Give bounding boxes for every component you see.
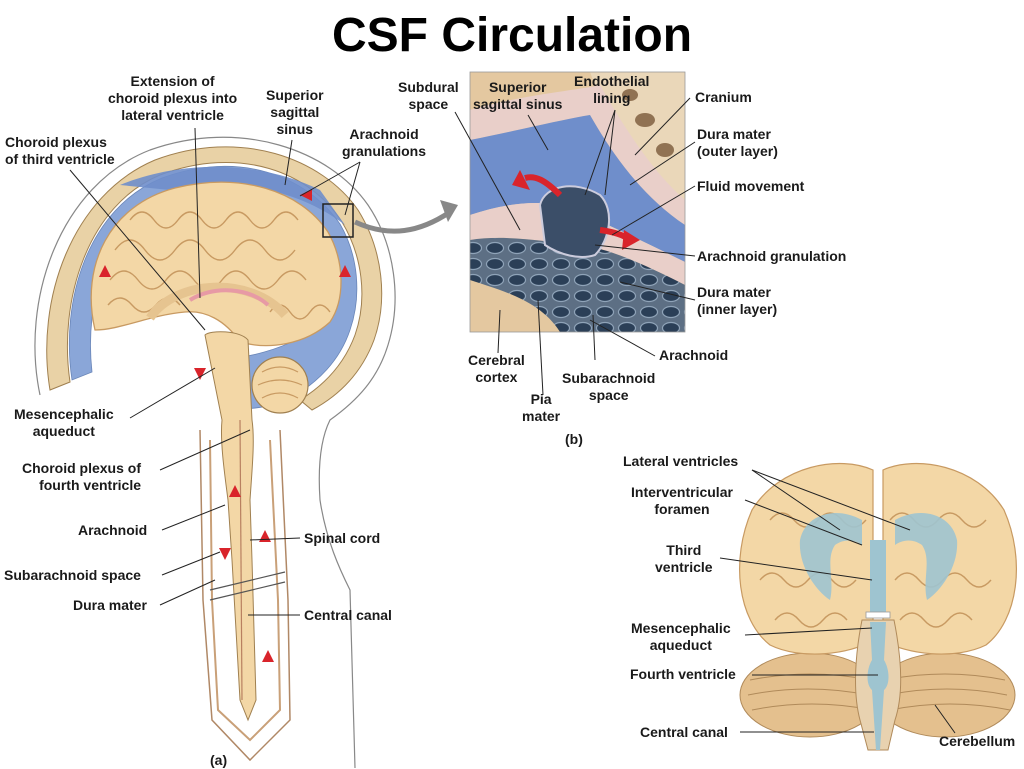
choroid-plexus-lateral [188,288,270,307]
label-endothelial-lining: Endothelial lining [574,73,650,106]
label-subarachnoid-space-b: Subarachnoid space [562,370,656,403]
brainstem-spinal-cord [204,331,257,722]
panel-c-frontal-brain [738,462,1018,751]
label-superior-sagittal-sinus-b: Superior sagittal sinus [473,79,563,112]
label-superior-sagittal-sinus-a: Superior sagittal sinus [266,87,324,137]
central-canal-line [239,419,243,701]
zoom-box [322,203,354,238]
label-extension-choroid: Extension of choroid plexus into lateral… [108,73,238,123]
zoom-arrow [353,209,452,234]
cerebellum-a [251,356,309,414]
label-central-canal-c: Central canal [640,724,728,740]
label-spinal-cord: Spinal cord [304,530,381,546]
zoom-arrow-head [440,200,458,222]
panel-a-sagittal-section [34,136,458,768]
sagittal-sinus-band [120,166,345,225]
label-subdural-space: Subdural space [398,79,459,112]
label-fluid-movement: Fluid movement [697,178,805,194]
label-interventricular-foramen: Interventricular foramen [631,484,733,517]
label-choroid-third: Choroid plexus of third ventricle [5,134,115,167]
cut-mark-2 [209,581,286,601]
label-subarachnoid-space-a: Subarachnoid space [4,567,141,583]
label-dura-inner: Dura mater (inner layer) [697,284,778,317]
label-lateral-ventricles: Lateral ventricles [623,453,739,469]
label-mesencephalic-aqueduct-a: Mesencephalic aqueduct [14,406,114,439]
page-title: CSF Circulation [331,9,693,62]
label-fourth-ventricle: Fourth ventricle [630,666,736,682]
spinal-dura [199,429,291,762]
panel-b-frame [469,71,686,333]
label-dura-mater-a: Dura mater [73,597,147,613]
label-arachnoid-granulation-b: Arachnoid granulation [697,248,847,264]
label-cranium: Cranium [695,89,752,105]
label-arachnoid-granulations: Arachnoid granulations [342,126,427,159]
label-cerebellum: Cerebellum [939,733,1016,749]
cut-mark-1 [209,571,286,591]
cerebrum-gyri [107,211,331,320]
label-arachnoid-a: Arachnoid [78,522,148,538]
label-central-canal-a: Central canal [304,607,392,623]
label-dura-outer: Dura mater (outer layer) [697,126,778,159]
csf-flow-arrows-a [99,189,351,662]
head-outline [34,136,396,768]
panel-b-tag: (b) [565,431,583,447]
label-mesencephalic-aqueduct-c: Mesencephalic aqueduct [631,620,731,653]
label-pia-mater: Pia mater [522,391,561,424]
leader-lines [69,97,956,734]
corpus-callosum [146,282,289,321]
label-choroid-fourth: Choroid plexus of fourth ventricle [22,460,141,493]
label-third-ventricle: Third ventricle [655,542,713,575]
panel-a-tag: (a) [210,752,228,768]
label-arachnoid-b: Arachnoid [659,347,729,363]
label-cerebral-cortex: Cerebral cortex [468,352,525,385]
